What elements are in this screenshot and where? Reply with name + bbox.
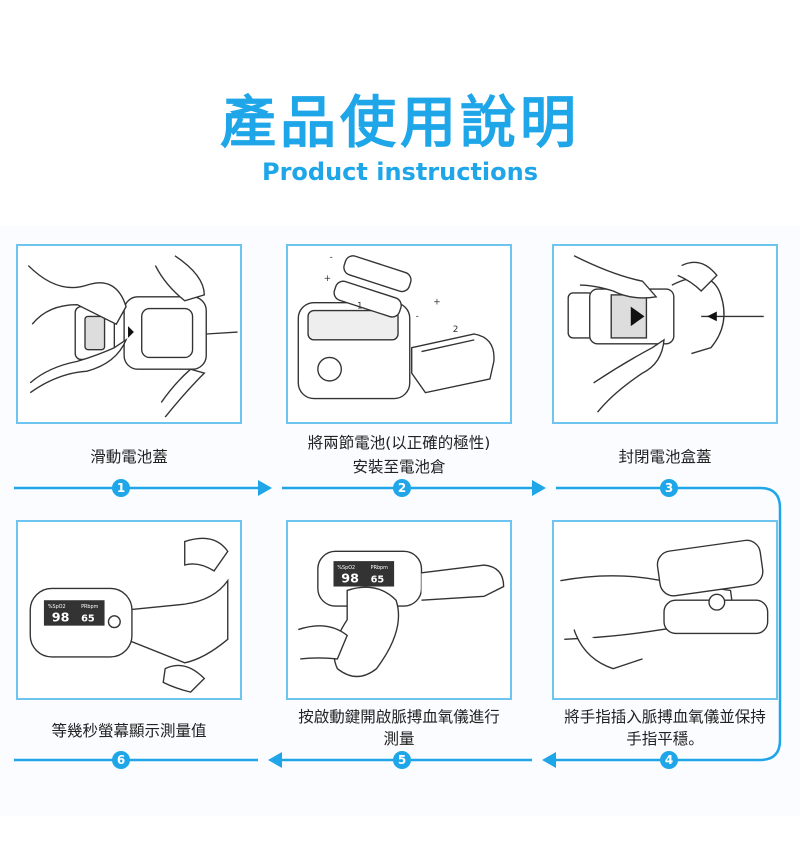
step-2-badge: 2 xyxy=(393,479,411,497)
step-1-image xyxy=(16,244,242,424)
battery-minus-label: - xyxy=(330,253,333,263)
step-6-image: %SpO2 PRbpm 98 65 xyxy=(16,520,242,700)
screen-spo2-value: 98 xyxy=(341,571,359,586)
step-6-caption: 等幾秒螢幕顯示測量值 xyxy=(51,722,207,740)
step-4-image xyxy=(552,520,778,700)
battery-two-label: 2 xyxy=(453,325,459,335)
screen-pr-label: PRbpm xyxy=(81,604,99,610)
step-5-image: %SpO2 PRbpm 98 65 xyxy=(286,520,512,700)
screen-spo2-label: %SpO2 xyxy=(337,565,355,571)
screen-pr-value: 65 xyxy=(371,575,385,586)
reading-display-illustration: %SpO2 PRbpm 98 65 xyxy=(29,537,229,693)
step-1-caption: 滑動電池蓋 xyxy=(90,448,168,466)
step-3-caption: 封閉電池盒蓋 xyxy=(618,448,712,466)
battery-plus-label: + xyxy=(324,274,331,284)
finger-in-oximeter-illustration xyxy=(560,539,769,670)
screen-pr-label: PRbpm xyxy=(371,565,389,571)
screen-spo2-label: %SpO2 xyxy=(48,604,66,610)
battery-minus-label-2: - xyxy=(416,311,419,321)
step-2-caption-line1: 將兩節電池(以正確的極性) xyxy=(307,434,491,452)
pressing-button-illustration: %SpO2 PRbpm 98 65 xyxy=(298,550,505,678)
step-1-badge: 1 xyxy=(112,479,130,497)
step-3-badge: 3 xyxy=(660,479,678,497)
step-3-image xyxy=(552,244,778,424)
step-4-badge: 4 xyxy=(660,751,678,769)
screen-spo2-value: 98 xyxy=(52,610,70,625)
batteries-compartment-illustration: - + + - 1 2 xyxy=(297,253,495,400)
step-2-caption-line2: 安裝至電池倉 xyxy=(352,458,446,476)
step-5-badge: 5 xyxy=(393,751,411,769)
hand-sliding-cover-illustration xyxy=(27,255,238,418)
battery-one-label: 1 xyxy=(357,302,363,312)
step-6-badge: 6 xyxy=(112,751,130,769)
closing-cover-illustration xyxy=(567,255,764,413)
step-4-caption-line2: 手指平穩。 xyxy=(626,730,704,748)
battery-plus-label-2: + xyxy=(433,298,440,308)
title-en: Product instructions xyxy=(261,158,538,186)
step-5-caption-line1: 按啟動鍵開啟脈搏血氧儀進行 xyxy=(298,708,500,726)
screen-pr-value: 65 xyxy=(81,614,95,625)
title-zh: 產品使用說明 xyxy=(220,91,580,156)
step-2-image: - + + - 1 2 xyxy=(286,244,512,424)
step-4-caption-line1: 將手指插入脈搏血氧儀並保持 xyxy=(564,708,766,726)
step-5-caption-line2: 測量 xyxy=(383,730,415,748)
